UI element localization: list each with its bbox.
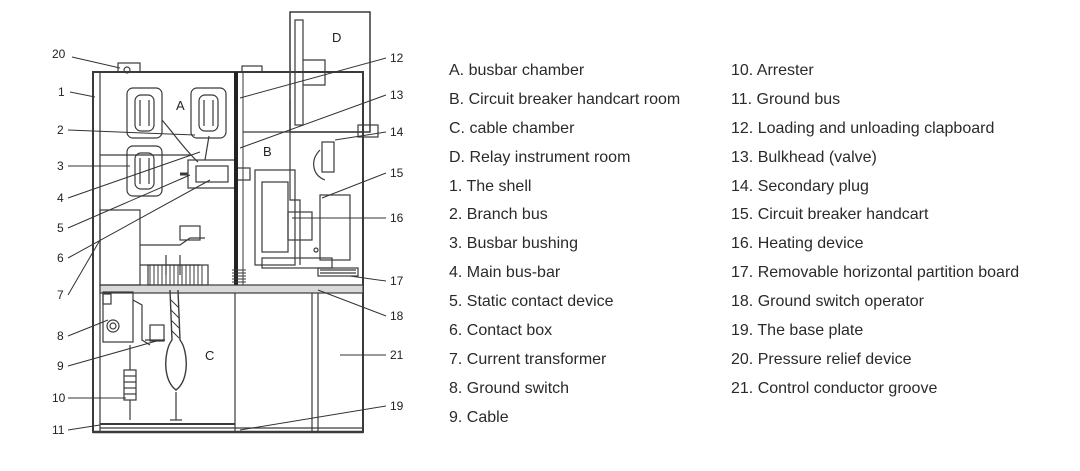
callout-7: 7	[57, 288, 64, 302]
callout-2: 2	[57, 123, 64, 137]
legend-item: 12. Loading and unloading clapboard	[731, 119, 995, 137]
callout-18: 18	[390, 309, 404, 323]
legend-item: 10. Arrester	[731, 62, 814, 79]
legend-item: 5. Static contact device	[449, 293, 614, 311]
legend-item: 3. Busbar bushing	[449, 235, 578, 253]
legend-left-column: A. busbar chamber B. Circuit breaker han…	[449, 57, 680, 433]
callout-19: 19	[390, 399, 404, 413]
callout-8: 8	[57, 329, 64, 343]
switchgear-cross-section-diagram: 20 1 2 3 4 5 6 7 8 9 10 11 12 13 14 15 1…	[52, 11, 404, 437]
callout-numbers: 20 1 2 3 4 5 6 7 8 9 10 11 12 13 14 15 1…	[52, 47, 404, 437]
region-letters: A B C D	[176, 30, 341, 363]
legend-item: 1. The shell	[449, 177, 532, 195]
legend-item: 11. Ground bus	[731, 90, 841, 108]
callout-12: 12	[390, 51, 404, 65]
callout-9: 9	[57, 359, 64, 373]
legend-item: B. Circuit breaker handcart room	[449, 90, 681, 108]
legend-item: 15. Circuit breaker handcart	[731, 206, 929, 224]
callout-17: 17	[390, 274, 404, 288]
callout-15: 15	[390, 166, 404, 180]
callout-10: 10	[52, 391, 66, 405]
legend-item: 21. Control conductor groove	[731, 379, 938, 397]
legend-item: 13. Bulkhead (valve)	[731, 148, 877, 166]
callout-1: 1	[58, 85, 65, 99]
bulkhead	[234, 72, 244, 285]
legend-item: 8. Ground switch	[449, 379, 570, 397]
legend-item: 9. Cable	[449, 408, 509, 426]
legend-item: 4. Main bus-bar	[449, 264, 561, 282]
legend-item: 7. Current transformer	[449, 350, 607, 368]
callout-14: 14	[390, 125, 404, 139]
region-d-label: D	[332, 30, 341, 45]
legend-item: A. busbar chamber	[449, 62, 585, 79]
callout-20: 20	[52, 47, 66, 61]
callout-3: 3	[57, 159, 64, 173]
region-c-label: C	[205, 348, 214, 363]
legend-item: 17. Removable horizontal partition board	[731, 264, 1020, 282]
cable-chamber	[100, 289, 363, 432]
callout-16: 16	[390, 211, 404, 225]
region-b-label: B	[263, 144, 272, 159]
legend-item: 6. Contact box	[449, 322, 553, 340]
cabinet-shell	[92, 71, 364, 434]
callout-21: 21	[390, 348, 404, 362]
legend-item: C. cable chamber	[449, 119, 575, 137]
region-a-label: A	[176, 98, 185, 113]
legend-item: 14. Secondary plug	[731, 177, 869, 195]
callout-4: 4	[57, 191, 64, 205]
legend-item: D. Relay instrument room	[449, 148, 631, 166]
current-transformer	[99, 209, 209, 286]
callout-5: 5	[57, 221, 64, 235]
callout-13: 13	[390, 88, 404, 102]
legend-item: 16. Heating device	[731, 235, 864, 253]
callout-11: 11	[52, 423, 65, 437]
leader-lines	[67, 56, 387, 431]
legend-right-column: 10. Arrester 11. Ground bus 12. Loading …	[731, 57, 1019, 404]
legend-item: 20. Pressure relief device	[731, 350, 912, 368]
busbar-chamber	[100, 87, 251, 197]
horizontal-partition	[99, 284, 364, 294]
callout-6: 6	[57, 251, 64, 265]
legend-item: 19. The base plate	[731, 322, 864, 340]
legend-item: 2. Branch bus	[449, 206, 548, 224]
legend-item: 18. Ground switch operator	[731, 293, 924, 311]
